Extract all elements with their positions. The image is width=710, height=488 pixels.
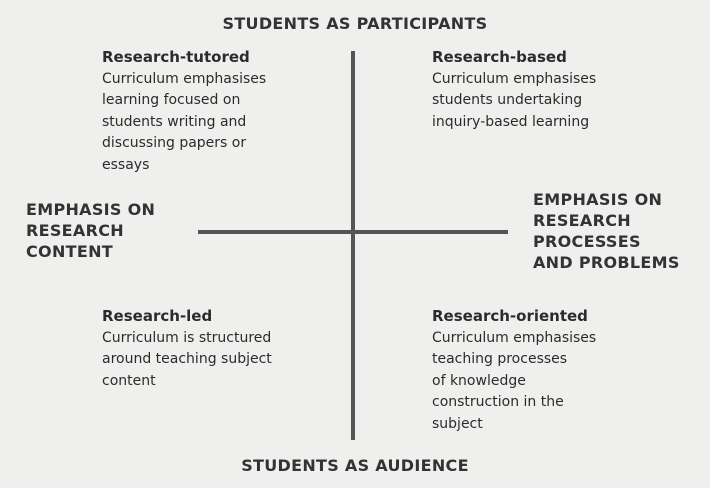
- quadrant-text-line: around teaching subject: [102, 351, 272, 367]
- quadrant-text-line: construction in the: [432, 394, 564, 410]
- quadrant-research-based: Research-based Curriculum emphasises stu…: [432, 47, 672, 133]
- quadrant-research-tutored: Research-tutored Curriculum emphasises l…: [102, 47, 322, 176]
- vertical-axis-line: [351, 51, 355, 440]
- quadrant-text-line: students writing and: [102, 113, 247, 130]
- quadrant-text-line: content: [102, 372, 156, 389]
- axis-label-left-line: CONTENT: [26, 242, 113, 261]
- axis-label-bottom: STUDENTS AS AUDIENCE: [241, 456, 469, 475]
- quadrant-text-line: Curriculum emphasises: [102, 70, 267, 87]
- axis-label-right: EMPHASIS ON RESEARCH PROCESSES AND PROBL…: [533, 189, 680, 273]
- quadrant-text-line: Curriculum emphasises: [432, 70, 597, 87]
- axis-label-right-line: AND PROBLEMS: [533, 253, 680, 272]
- axis-label-top: STUDENTS AS PARTICIPANTS: [222, 14, 488, 33]
- quadrant-title: Research-tutored: [102, 48, 250, 66]
- quadrant-text-line: discussing papers or: [102, 135, 247, 151]
- quadrant-research-oriented: Research-oriented Curriculum emphasises …: [432, 306, 672, 435]
- quadrant-text-line: subject: [432, 415, 483, 432]
- axis-label-left: EMPHASIS ON RESEARCH CONTENT: [26, 199, 155, 262]
- horizontal-axis-line: [198, 230, 508, 234]
- axis-label-right-line: RESEARCH: [533, 211, 631, 230]
- quadrant-research-led: Research-led Curriculum is structured ar…: [102, 306, 322, 392]
- axis-label-right-line: EMPHASIS ON: [533, 190, 663, 209]
- quadrant-title: Research-based: [432, 48, 567, 66]
- quadrant-text-line: Curriculum is structured: [102, 329, 272, 346]
- quadrant-title: Research-led: [102, 307, 213, 325]
- quadrant-text-line: teaching processes: [432, 351, 568, 367]
- quadrant-text-line: of knowledge: [432, 372, 526, 389]
- quadrant-text-line: inquiry-based learning: [432, 113, 590, 130]
- quadrant-text-line: learning focused on: [102, 92, 241, 108]
- axis-label-left-line: EMPHASIS ON: [26, 200, 156, 219]
- quadrant-text-line: Curriculum emphasises: [432, 329, 597, 346]
- quadrant-title: Research-oriented: [432, 307, 588, 325]
- quadrant-text-line: students undertaking: [432, 92, 583, 108]
- axis-label-left-line: RESEARCH: [26, 221, 124, 240]
- axis-label-right-line: PROCESSES: [533, 232, 641, 251]
- quadrant-text-line: essays: [102, 156, 150, 173]
